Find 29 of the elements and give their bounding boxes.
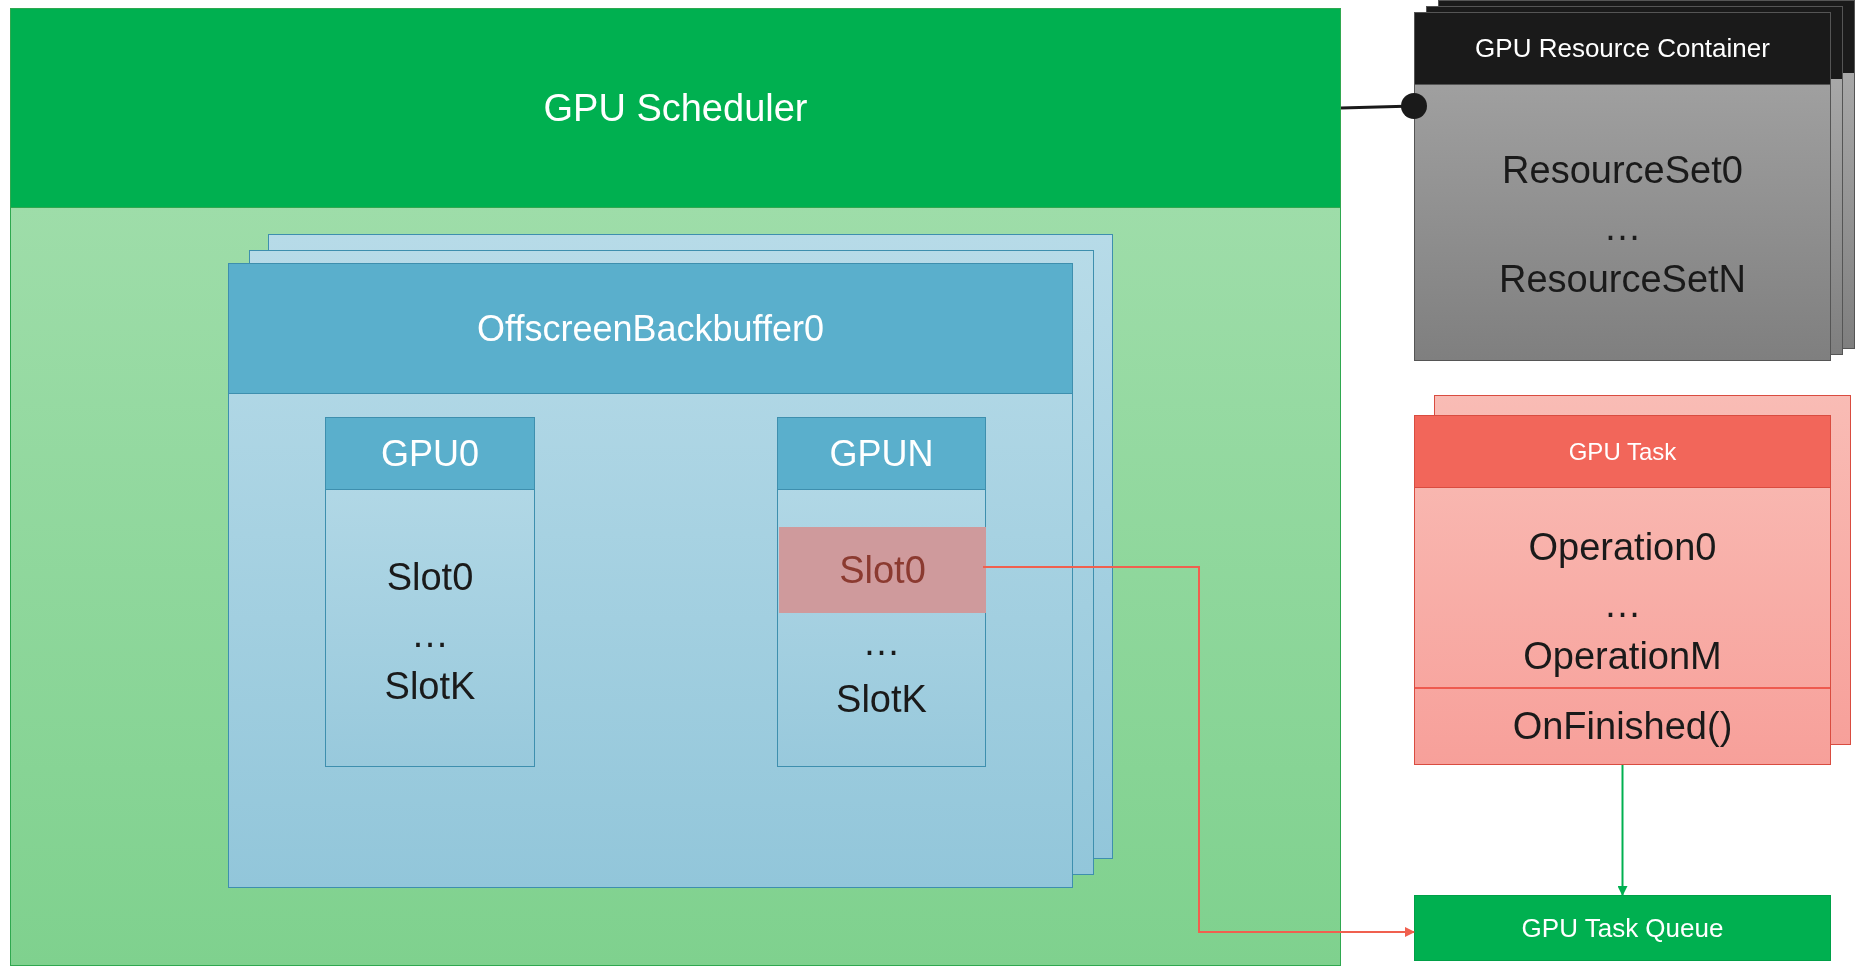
- arrow: [982, 566, 1415, 937]
- header-title: GPU Task: [1568, 437, 1677, 466]
- item-text: OperationM: [1522, 634, 1723, 679]
- header-title: GPUN: [829, 432, 934, 475]
- item-text: …: [1602, 582, 1643, 627]
- arrow: [1617, 764, 1628, 896]
- item-text: Operation0: [1527, 525, 1718, 570]
- gpu-column: [777, 417, 986, 767]
- connector-line: [1340, 93, 1427, 119]
- item-text: SlotK: [383, 664, 477, 709]
- item-text: ResourceSetN: [1497, 257, 1748, 302]
- scheduler-panel: [10, 8, 1341, 966]
- task-card: [1414, 415, 1831, 765]
- item-text: …: [1602, 205, 1643, 250]
- buffer-card: [228, 263, 1073, 888]
- item-text: …: [861, 620, 902, 665]
- item-text: Slot0: [385, 555, 475, 600]
- header-title: OffscreenBackbuffer0: [477, 307, 824, 350]
- item-text: SlotK: [835, 677, 928, 722]
- header-title: GPU Resource Container: [1475, 33, 1770, 64]
- queue-bar: GPU Task Queue: [1414, 895, 1831, 961]
- slot-cell: Slot0: [779, 527, 986, 613]
- gpu-column: [325, 417, 535, 767]
- item-text: ResourceSet0: [1501, 148, 1744, 193]
- resource-container-card: [1414, 12, 1831, 361]
- method-text: OnFinished(): [1512, 705, 1733, 748]
- header-title: GPU Scheduler: [543, 86, 808, 130]
- item-text: …: [410, 612, 450, 657]
- header-title: GPU0: [380, 432, 479, 475]
